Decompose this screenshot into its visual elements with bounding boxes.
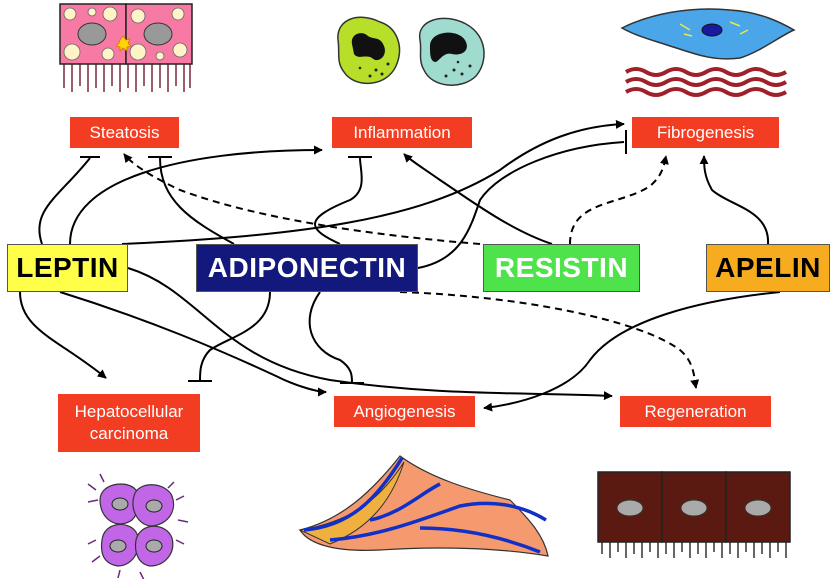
regenerating-hepatocytes-icon: [597, 471, 791, 558]
resistin-label: RESISTIN: [494, 252, 629, 283]
leptin-to-hcc: [19, 291, 107, 379]
inflammatory-cells-icon: [337, 16, 485, 86]
adiponectin-to-angiogenesis-inhibition: [308, 291, 353, 383]
steatotic-hepatocytes-icon: [59, 3, 193, 92]
leptin-to-steatosis-inhibition: [38, 157, 91, 245]
resistin-to-fibrogenesis-dashed: [569, 155, 669, 245]
steatosis-box: Steatosis: [70, 117, 179, 148]
apelin-box: APELIN: [706, 244, 830, 292]
stellate-cell-collagen-icon: [620, 8, 796, 97]
angiogenesis-label: Angiogenesis: [353, 401, 456, 421]
resistin-to-steatosis-dashed: [123, 153, 481, 245]
fibrogenesis-box: Fibrogenesis: [632, 117, 779, 148]
steatosis-label: Steatosis: [89, 122, 160, 142]
leptin-to-angiogenesis: [59, 291, 327, 397]
regeneration-label: Regeneration: [644, 401, 747, 421]
leptin-to-inflammation: [69, 145, 323, 245]
fibrogenesis-label: Fibrogenesis: [656, 122, 755, 142]
hepatocellular-carcinoma-label: Hepatocellular carcinoma: [74, 402, 184, 443]
blood-vessels-icon: [298, 455, 549, 557]
leptin-box: LEPTIN: [7, 244, 128, 292]
regeneration-box: Regeneration: [620, 396, 771, 427]
apelin-to-angiogenesis: [483, 291, 781, 412]
apelin-to-fibrogenesis: [699, 155, 770, 245]
inflammation-box: Inflammation: [332, 117, 472, 148]
leptin-to-fibrogenesis: [121, 119, 625, 245]
adiponectin-to-inflammation-inhibition: [314, 157, 363, 245]
hepatocellular-carcinoma-box: Hepatocellular carcinoma: [58, 394, 200, 452]
inflammation-label: Inflammation: [353, 122, 451, 142]
resistin-box: RESISTIN: [483, 244, 640, 292]
adiponectin-to-regeneration-dashed: [399, 291, 700, 389]
resistin-to-inflammation: [403, 153, 553, 245]
apelin-label: APELIN: [715, 252, 821, 283]
adiponectin-to-fibrogenesis-inhibition: [417, 141, 625, 269]
leptin-to-regeneration: [127, 267, 613, 401]
angiogenesis-box: Angiogenesis: [334, 396, 475, 427]
adiponectin-to-steatosis-inhibition: [159, 157, 235, 245]
cancer-cells-icon: [87, 473, 189, 579]
adiponectin-to-hcc-inhibition: [199, 291, 271, 381]
adiponectin-box: ADIPONECTIN: [196, 244, 418, 292]
leptin-label: LEPTIN: [16, 252, 119, 283]
adiponectin-label: ADIPONECTIN: [207, 252, 407, 283]
